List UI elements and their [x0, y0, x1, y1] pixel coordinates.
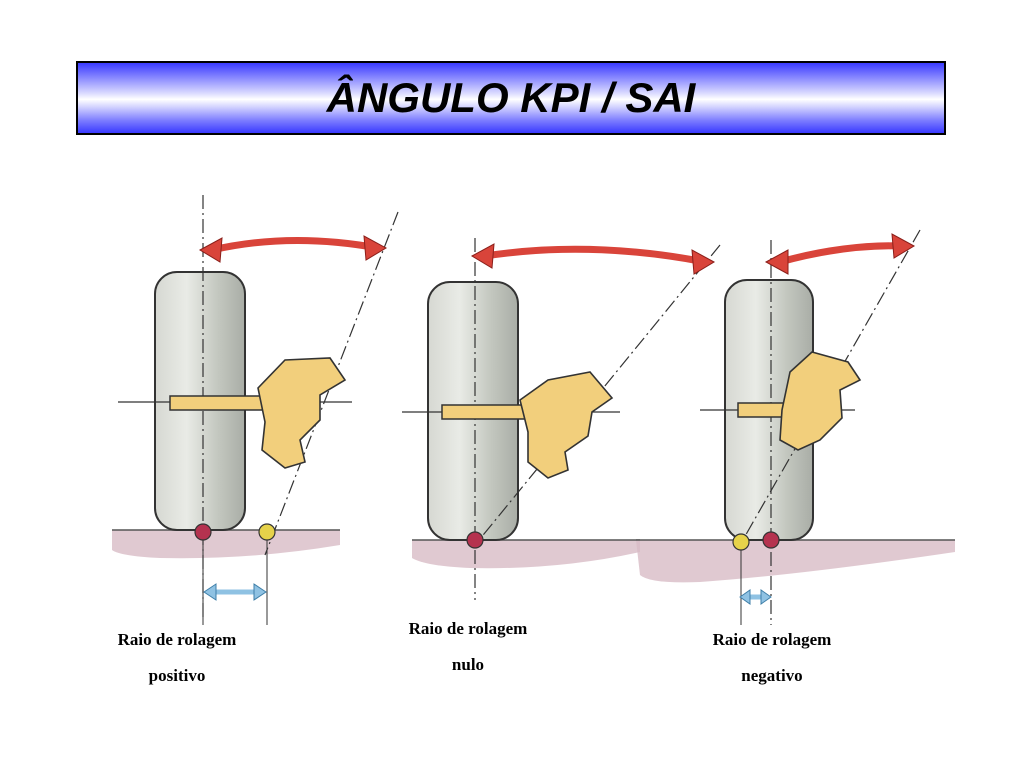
scrub-arrow-head-left [203, 583, 217, 601]
scrub-arrow-head-right [253, 583, 267, 601]
caption-line-1: Raio de rolagem [408, 619, 528, 638]
title-banner: ÂNGULO KPI / SAI [76, 61, 946, 135]
spindle [169, 395, 266, 411]
ground-shadow [112, 530, 340, 559]
kingpin-axis [264, 211, 399, 556]
caption-line-1: Raio de rolagem [117, 630, 237, 649]
rotation-arrow [211, 236, 379, 254]
caption-line-2: negativo [741, 666, 803, 685]
panel-positive [112, 195, 399, 625]
steering-knuckle [257, 357, 347, 469]
contact-point [194, 523, 212, 541]
arrow-head-right [891, 233, 916, 259]
kingpin-ground-point [732, 533, 750, 551]
caption-line-2: positivo [148, 666, 206, 685]
contact-point [762, 531, 780, 549]
caption-line-2: nulo [451, 655, 485, 674]
arrow-head-left [470, 243, 495, 269]
panel-negative [636, 229, 955, 625]
spindle [441, 404, 528, 420]
caption-line-1: Raio de rolagem [712, 630, 832, 649]
arrow-head-left [764, 249, 789, 275]
steering-knuckle [779, 351, 862, 451]
caption-negative: Raio de rolagem negativo [672, 622, 872, 694]
page-title: ÂNGULO KPI / SAI [326, 74, 696, 121]
scrub-arrow-head-right [760, 589, 772, 605]
arrow-head-right [363, 235, 388, 261]
scrub-arrow-head-left [739, 589, 751, 605]
rotation-arrow [779, 242, 906, 266]
ground-shadow [412, 540, 640, 569]
contact-point [466, 531, 484, 549]
caption-zero: Raio de rolagem nulo [368, 611, 568, 683]
caption-positive: Raio de rolagem positivo [77, 622, 277, 694]
arrow-head-right [691, 249, 716, 275]
arrow-head-left [198, 237, 223, 263]
kingpin-ground-point [258, 523, 276, 541]
panel-zero [402, 238, 721, 600]
ground-shadow [636, 540, 955, 583]
steering-knuckle [519, 371, 614, 479]
rotation-arrow [484, 245, 706, 266]
